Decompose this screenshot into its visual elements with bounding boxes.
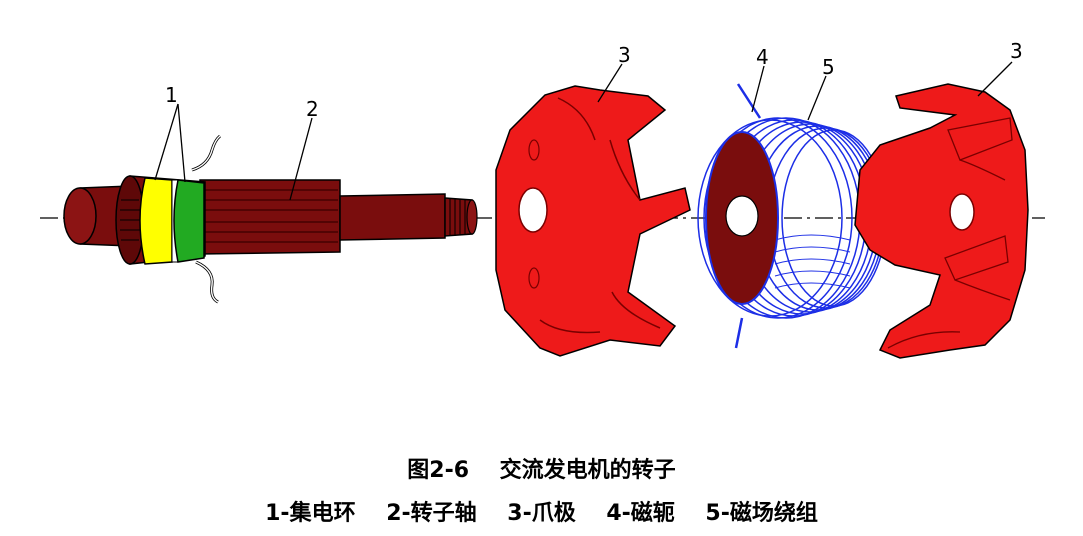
magnetic-yoke [705, 131, 779, 305]
leader-line-1a [154, 103, 179, 181]
callout-label-4: 4 [756, 45, 769, 69]
slip-rings [115, 134, 221, 304]
leader-line-4 [751, 65, 765, 113]
callout-label-3-left: 3 [618, 43, 631, 67]
leader-line-5 [807, 75, 827, 121]
figure-legend: 1-集电环 2-转子轴 3-爪极 4-磁轭 5-磁场绕组 [265, 501, 818, 526]
figure-title: 图2-6 交流发电机的转子 [407, 458, 676, 483]
rotor-shaft [63, 179, 478, 255]
leader-line-3-left [597, 63, 623, 103]
rotor-exploded-diagram: 1 2 3 4 5 3 [40, 39, 1045, 359]
callout-label-5: 5 [822, 55, 835, 79]
callout-label-2: 2 [306, 97, 319, 121]
leader-line-3-right [977, 61, 1013, 97]
callout-label-1: 1 [165, 83, 178, 107]
claw-pole-right [854, 83, 1029, 359]
claw-pole-left [495, 85, 691, 357]
leader-line-1b [177, 103, 186, 183]
callout-label-3-right: 3 [1010, 39, 1023, 63]
leader-line-2 [289, 117, 313, 201]
